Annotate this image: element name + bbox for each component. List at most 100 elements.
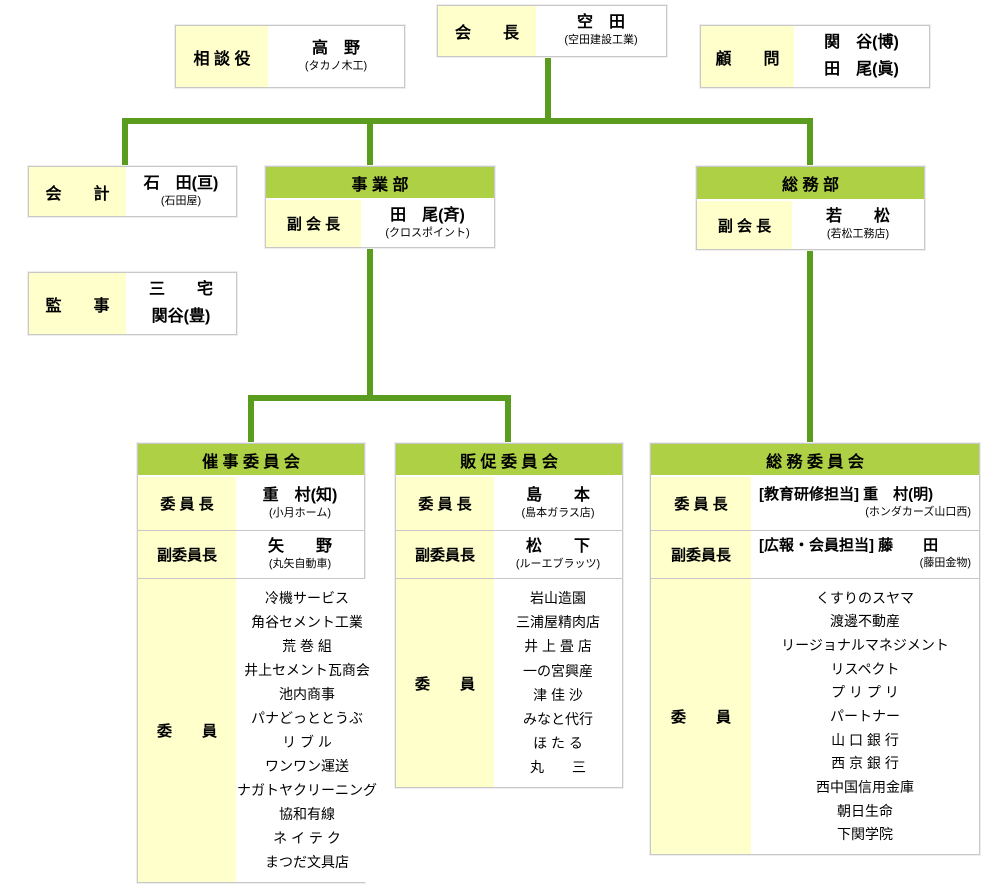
general-vicechair2-company: (藤田金物) [919, 557, 971, 570]
event-members-list: 冷機サービス角谷セメント工業荒 巻 組井上セメント瓦商会池内商事パナどっととうぶ… [236, 579, 378, 882]
event-chair-name: 重 村(知) [262, 486, 338, 504]
member-item: 井 上 畳 店 [524, 638, 592, 655]
member-item: パートナー [830, 708, 900, 725]
member-item: 朝日生命 [837, 802, 893, 819]
connector-soumubu-down [807, 249, 813, 444]
auditor-name-2: 関谷(豊) [151, 308, 211, 325]
member-item: 津 佳 沙 [533, 686, 583, 703]
member-item: みなと代行 [523, 710, 593, 727]
box-accountant: 会 計 石 田(亘) (石田屋) [28, 166, 237, 217]
connector-to-soumubu [807, 118, 813, 167]
accountant-name: 石 田(亘) [143, 174, 219, 192]
member-item: リスペクト [830, 660, 900, 677]
general-chair-label: 委 員 長 [651, 477, 751, 530]
general-vicechair-label: 副 会 長 [697, 201, 792, 249]
promotion-vicechair-name: 松 下 [525, 537, 590, 555]
general-affairs-title: 総 務 部 [697, 167, 924, 199]
general-chair-company: (ホンダカーズ山口西) [865, 506, 971, 519]
chairman-company: (空田建設工業) [564, 34, 638, 47]
accountant-company: (石田屋) [160, 194, 202, 207]
member-item: プ リ プ リ [831, 684, 899, 701]
general-committee-title: 総 務 委 員 会 [651, 444, 979, 475]
connector-to-jigyobu [367, 118, 373, 167]
connector-to-hansoku [505, 395, 511, 444]
connector-to-saiji [248, 395, 254, 444]
general-chair-name: [教育研修担当] 重 村(明) [759, 486, 934, 504]
box-general-affairs-division: 総 務 部 副 会 長 若 松 (若松工務店) [696, 166, 925, 250]
auditor-name-1: 三 宅 [148, 281, 213, 298]
promotion-chair-label: 委 員 長 [396, 477, 494, 530]
member-item: 三浦屋精肉店 [516, 614, 600, 631]
business-vicechair-label: 副 会 長 [266, 200, 361, 247]
member-item: ほ た る [533, 734, 583, 751]
connector-top-horizontal [122, 118, 813, 124]
counselor-company: (タカノ木工) [304, 59, 368, 72]
event-vicechair-label: 副委員長 [138, 531, 236, 578]
member-item: ワンワン運送 [265, 758, 349, 775]
member-item: まつだ文具店 [265, 854, 349, 871]
box-business-division: 事 業 部 副 会 長 田 尾(斉) (クロスポイント) [265, 166, 495, 248]
promotion-members-label: 委 員 [396, 579, 494, 787]
chairman-name: 空 田 [576, 14, 625, 32]
business-vicechair-company: (クロスポイント) [385, 226, 470, 239]
member-item: 岩山造園 [530, 590, 586, 607]
business-vicechair-name: 田 尾(斉) [390, 206, 465, 224]
general-vicechair2-name: [広報・会員担当] 藤 田 [759, 537, 939, 555]
counselor-name: 高 野 [311, 39, 360, 57]
box-chairman: 会 長 空 田 (空田建設工業) [437, 5, 667, 57]
box-general-committee: 総 務 委 員 会 委 員 長 [教育研修担当] 重 村(明) (ホンダカーズ山… [650, 443, 980, 855]
accountant-label: 会 計 [29, 167, 126, 216]
event-committee-title: 催 事 委 員 会 [138, 444, 364, 475]
member-item: リ ブ ル [282, 734, 332, 751]
connector-jigyobu-down [367, 247, 373, 401]
box-auditors: 監 事 三 宅 関谷(豊) [28, 272, 237, 335]
member-item: 協和有線 [279, 806, 335, 823]
member-item: 西 京 銀 行 [831, 755, 899, 772]
member-item: 西中国信用金庫 [816, 778, 914, 795]
member-item: 池内商事 [279, 686, 335, 703]
chairman-label: 会 長 [438, 6, 536, 56]
member-item: ナガトヤクリーニング [237, 782, 377, 799]
box-advisors: 顧 問 関 谷(博) 田 尾(眞) [700, 25, 930, 88]
general-vicechair2-label: 副委員長 [651, 531, 751, 578]
general-vicechair-company: (若松工務店) [826, 228, 890, 241]
connector-mid-horizontal [248, 395, 511, 401]
member-item: 角谷セメント工業 [251, 614, 363, 631]
event-chair-label: 委 員 長 [138, 477, 236, 530]
event-chair-company: (小月ホーム) [269, 506, 331, 519]
member-item: 冷機サービス [265, 590, 349, 607]
promotion-committee-title: 販 促 委 員 会 [396, 444, 622, 475]
connector-chairman-down [545, 48, 551, 124]
promotion-vicechair-label: 副委員長 [396, 531, 494, 578]
member-item: パナどっととうぶ [251, 710, 363, 727]
general-vicechair-name: 若 松 [825, 208, 890, 226]
member-item: 荒 巻 組 [282, 638, 332, 655]
business-division-title: 事 業 部 [266, 167, 494, 198]
event-vicechair-name: 矢 野 [267, 537, 332, 555]
box-event-committee: 催 事 委 員 会 委 員 長 重 村(知) (小月ホーム) 副委員長 矢 野 … [137, 443, 378, 883]
box-counselor: 相 談 役 高 野 (タカノ木工) [175, 25, 405, 88]
promotion-chair-name: 島 本 [525, 486, 590, 504]
auditors-label: 監 事 [29, 273, 126, 334]
connector-to-kaikei [122, 118, 128, 167]
advisors-label: 顧 問 [701, 26, 794, 87]
event-members-label: 委 員 [138, 579, 236, 882]
advisor-name-2: 田 尾(眞) [824, 61, 899, 78]
promotion-vicechair-company: (ルーエブラッツ) [515, 557, 601, 570]
general-members-label: 委 員 [651, 579, 751, 854]
member-item: 井上セメント瓦商会 [244, 662, 370, 679]
member-item: 丸 三 [530, 758, 586, 775]
event-vicechair-company: (丸矢自動車) [268, 557, 332, 570]
advisor-name-1: 関 谷(博) [824, 34, 899, 51]
promotion-members-list: 岩山造園三浦屋精肉店井 上 畳 店一の宮興産津 佳 沙みなと代行ほ た る丸 三 [494, 579, 622, 787]
member-item: 渡邊不動産 [830, 613, 900, 630]
promotion-chair-company: (島本ガラス店) [521, 506, 595, 519]
general-members-list: くすりのスヤマ渡邊不動産リージョナルマネジメントリスペクトプ リ プ リパートナ… [751, 579, 979, 854]
member-item: くすりのスヤマ [816, 589, 914, 606]
member-item: 下関学院 [837, 826, 893, 843]
member-item: リージョナルマネジメント [781, 637, 949, 654]
member-item: 一の宮興産 [523, 662, 593, 679]
counselor-label: 相 談 役 [176, 26, 268, 87]
box-promotion-committee: 販 促 委 員 会 委 員 長 島 本 (島本ガラス店) 副委員長 松 下 (ル… [395, 443, 623, 788]
